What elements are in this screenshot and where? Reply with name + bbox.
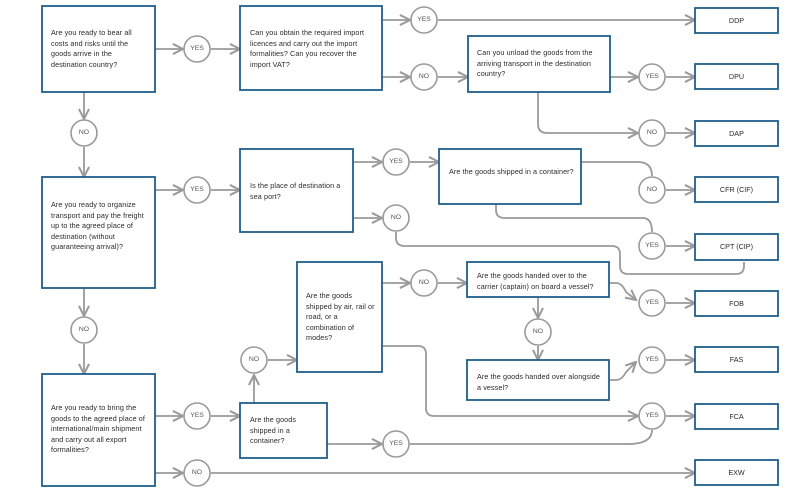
terminal-box-ddp <box>694 7 779 34</box>
question-text-q10: Are you ready to bring the goods to the … <box>51 403 145 454</box>
question-box-q10 <box>41 373 156 487</box>
answer-no: NO <box>248 356 260 363</box>
terminal-fca: FCA <box>729 412 744 421</box>
answer-no: NO <box>418 279 430 286</box>
terminal-cpt: CPT (CIP) <box>719 242 753 251</box>
answer-no: NO <box>646 186 658 193</box>
terminal-box-fob <box>694 290 779 317</box>
terminal-fob: FOB <box>729 299 744 308</box>
question-text-q4: Are you ready to organize transport and … <box>51 200 144 251</box>
terminal-box-cpt <box>694 233 779 261</box>
question-box-q11 <box>239 402 328 459</box>
question-box-q5 <box>239 148 354 233</box>
terminal-ddp: DDP <box>728 16 745 25</box>
answer-pills <box>70 6 666 487</box>
answer-yes: YES <box>190 45 204 52</box>
connectors <box>84 20 745 473</box>
question-boxes <box>41 5 611 487</box>
question-text-q9: Are the goods handed over alongside a ve… <box>477 372 600 392</box>
answer-no: NO <box>532 328 544 335</box>
answer-yes: YES <box>645 73 659 80</box>
question-box-q3 <box>467 35 611 93</box>
answer-no: NO <box>418 73 430 80</box>
question-box-q2 <box>239 5 383 91</box>
question-text-q3: Can you unload the goods from the arrivi… <box>477 48 593 78</box>
answer-yes: YES <box>190 412 204 419</box>
question-box-q4 <box>41 176 156 289</box>
answer-yes: YES <box>190 186 204 193</box>
question-box-q7 <box>296 261 383 373</box>
terminal-boxes <box>694 7 779 486</box>
answer-yes: YES <box>645 242 659 249</box>
terminal-cfr: CFR (CIF) <box>719 185 754 194</box>
terminal-box-cfr <box>694 176 779 203</box>
question-box-q9 <box>466 359 610 401</box>
terminal-box-exw <box>694 459 779 486</box>
terminal-exw: EXW <box>728 468 745 477</box>
question-box-q8 <box>466 261 610 298</box>
question-box-q1 <box>41 5 156 93</box>
terminal-dap: DAP <box>729 129 744 138</box>
answer-yes: YES <box>645 356 659 363</box>
question-text-q5: Is the place of destination a sea port? <box>250 181 341 201</box>
answer-no: NO <box>78 326 90 333</box>
answer-no: NO <box>390 214 402 221</box>
terminal-box-dap <box>694 120 779 147</box>
question-text-q2: Can you obtain the required import licen… <box>250 28 365 69</box>
question-text-q1: Are you ready to bear all costs and risk… <box>51 28 132 69</box>
question-text-q8: Are the goods handed over to the carrier… <box>477 271 594 291</box>
terminal-box-fca <box>694 403 779 430</box>
answer-yes: YES <box>417 16 431 23</box>
terminal-dpu: DPU <box>728 72 745 81</box>
terminal-box-fas <box>694 346 779 373</box>
question-text-q7: Are the goods shipped by air, rail or ro… <box>306 291 375 342</box>
question-text-q11: Are the goods shipped in a container? <box>250 415 297 445</box>
answer-no: NO <box>646 129 658 136</box>
answer-no: NO <box>78 129 90 136</box>
terminal-box-dpu <box>694 63 779 90</box>
question-text-q6: Are the goods shipped in a container? <box>449 167 574 176</box>
answer-yes: YES <box>389 440 403 447</box>
answer-yes: YES <box>645 412 659 419</box>
terminal-fas: FAS <box>729 355 744 364</box>
answer-yes: YES <box>389 158 403 165</box>
answer-no: NO <box>191 469 203 476</box>
question-box-q6 <box>438 148 582 205</box>
answer-yes: YES <box>645 299 659 306</box>
